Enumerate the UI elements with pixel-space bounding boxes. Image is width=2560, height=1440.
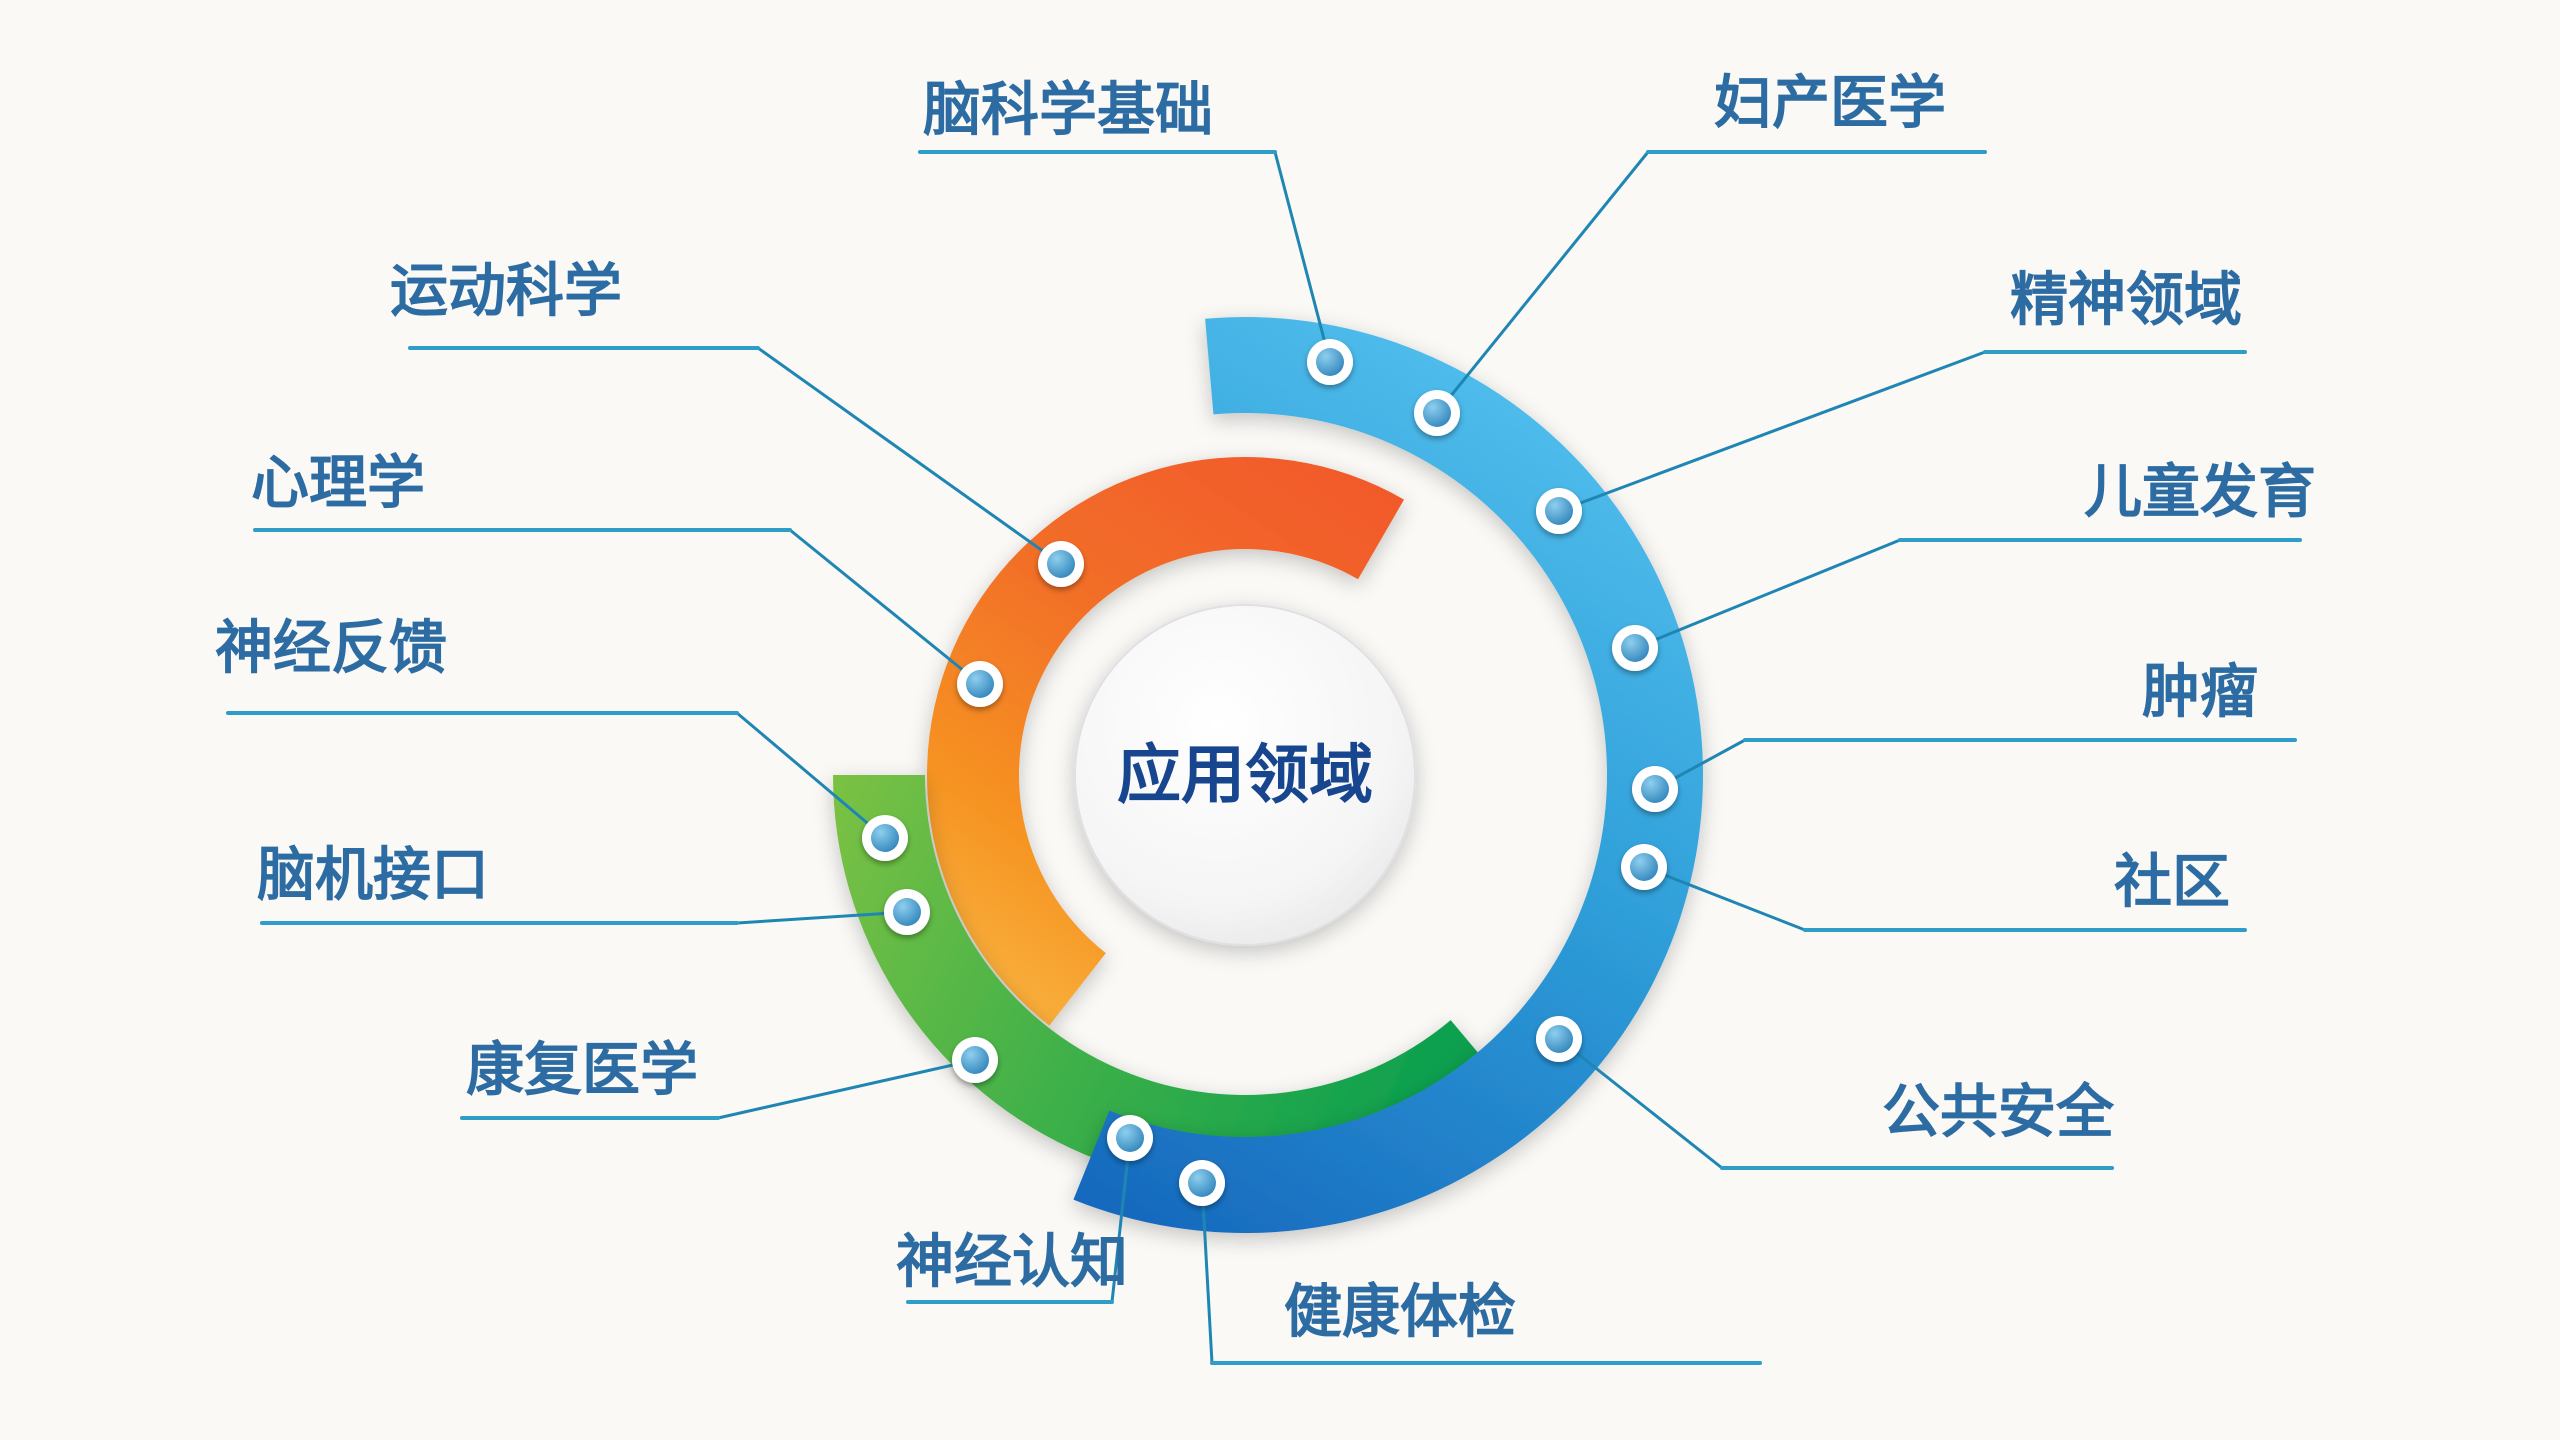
connector-brain-computer-interface [736,910,908,925]
node-brain-computer-interface [884,889,930,935]
label-public-safety: 公共安全 [1882,1080,2115,1145]
node-child-development [1612,625,1658,671]
label-obstetrics-medicine: 妇产医学 [1714,71,1946,136]
connector-child-development [1634,538,1901,650]
green-arc [833,775,1510,1187]
center-circle [1074,604,1416,946]
connector-sports-science [757,346,1062,566]
label-child-development: 儿童发育 [2084,460,2316,525]
node-brain-science-basics [1307,339,1353,385]
connector-health-checkup [1200,1182,1214,1364]
node-oncology [1632,766,1678,812]
connector-mental-health-field [1558,350,1986,513]
node-mental-health-field [1536,488,1582,534]
label-brain-computer-interface: 脑机接口 [257,843,489,908]
node-neurocognition [1107,1115,1153,1161]
node-neurofeedback [862,815,908,861]
connector-community [1643,865,1806,932]
label-health-checkup: 健康体检 [1284,1280,1516,1345]
label-community: 社区 [2114,850,2230,915]
connector-obstetrics-medicine [1435,151,1650,414]
label-mental-health-field: 精神领域 [2010,268,2242,333]
label-neurofeedback: 神经反馈 [215,616,447,681]
connector-brain-science-basics [1273,151,1332,363]
node-obstetrics-medicine [1414,390,1460,436]
label-neurocognition: 神经认知 [896,1230,1128,1295]
connector-psychology [789,528,981,686]
label-rehabilitation-medicine: 康复医学 [466,1038,698,1103]
node-rehabilitation-medicine [952,1037,998,1083]
blue-arc [1073,316,1704,1233]
label-psychology: 心理学 [251,451,425,516]
node-health-checkup [1179,1160,1225,1206]
node-public-safety [1536,1016,1582,1062]
node-psychology [957,661,1003,707]
center-label: 应用领域 [1117,739,1373,811]
label-oncology: 肿瘤 [2142,660,2258,725]
node-community [1621,844,1667,890]
connector-neurofeedback [736,711,886,840]
orange-arc [926,456,1404,1026]
connector-neurocognition [1110,1137,1132,1303]
label-brain-science-basics: 脑科学基础 [923,78,1213,143]
label-sports-science: 运动科学 [390,259,622,324]
connector-public-safety [1558,1037,1723,1170]
node-sports-science [1038,541,1084,587]
connector-rehabilitation-medicine [717,1058,976,1120]
